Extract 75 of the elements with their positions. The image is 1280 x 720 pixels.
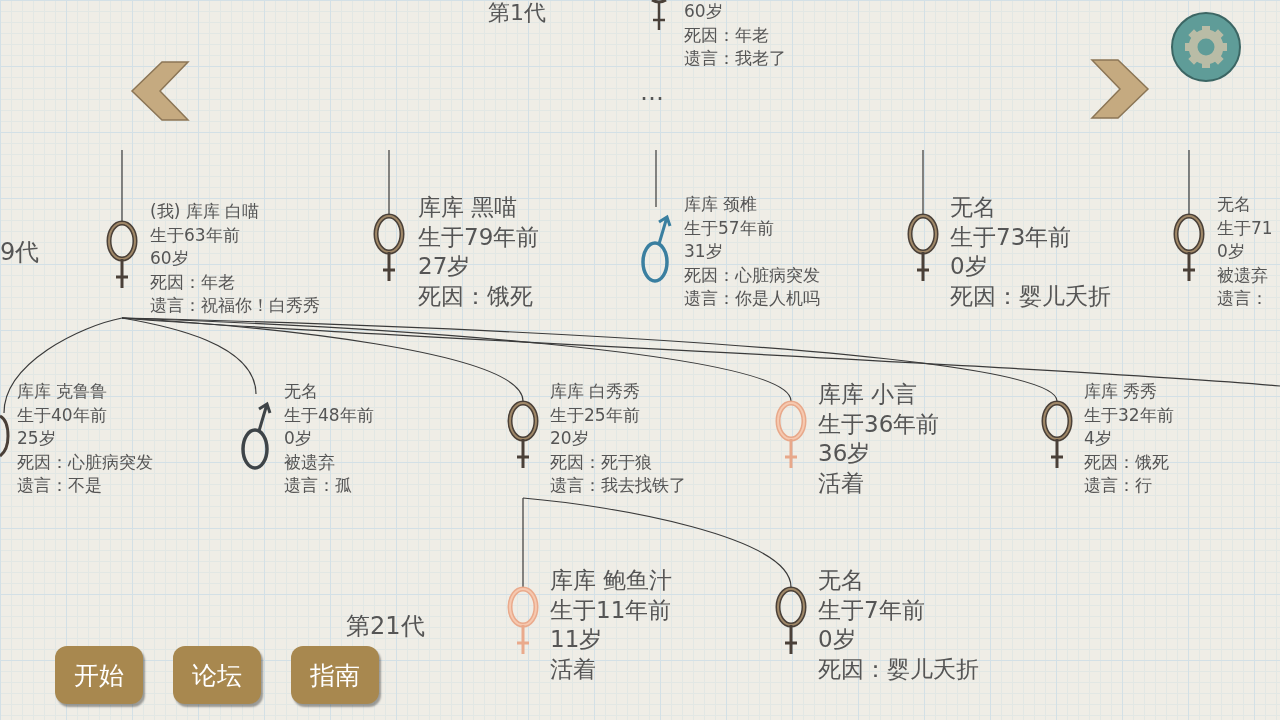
person-info-text: 生于48年前 [284,403,374,427]
person-info-text: 死因：饿死 [418,281,534,311]
person-info-text: 无名 [1217,193,1252,216]
family-line [522,497,792,588]
family-line [121,317,1058,402]
family-line [121,317,1280,387]
person-info-text: 0岁 [818,625,857,655]
person-info-text: 31岁 [684,240,724,264]
family-line [522,497,524,588]
person-info-text: 遗言：行 [1084,474,1153,498]
person-info-text: (我) 库库 白喵 [150,200,261,223]
person-info-text: 生于40年前 [17,403,108,427]
person-info-text: 4岁 [1084,427,1113,451]
person-info-text: 死因：死于狼 [550,450,653,474]
person-info-text: 60岁 [150,247,190,271]
person-info-text: 生于36年前 [818,409,940,439]
person-info-text: 遗言：孤 [284,474,353,498]
person-info-text: 0岁 [284,427,313,451]
person-info-text: 死因：婴儿夭折 [818,654,979,684]
family-line [655,149,657,208]
person-info-text: 死因：心脏病突发 [17,450,153,474]
person-info-text: 60岁 [684,0,724,23]
person-info-text: 库库 鲍鱼汁 [550,566,673,595]
person-info-text: 无名 [284,380,319,403]
person-info-text: 被遗弃 [1217,263,1269,287]
person-info-text: 死因：婴儿夭折 [950,281,1111,311]
generation-label: 9代 [0,237,40,268]
person-info-text: 0岁 [950,252,989,282]
person-info-text: 库库 秀秀 [1084,380,1159,403]
person-info-text: 生于63年前 [150,223,241,247]
person-info-text: 27岁 [418,252,472,282]
person-info-text: 生于57年前 [684,216,775,240]
person-info-text: 生于25年前 [550,403,641,427]
person-info-text: 死因：年老 [150,270,236,294]
person-info-text: 遗言： [1217,287,1269,311]
person-info-text: 20岁 [550,427,590,451]
person-info-text: 被遗弃 [284,450,336,474]
person-info-text: 死因：心脏病突发 [684,263,820,287]
family-line [388,149,390,215]
person-info-text: 库库 黑喵 [418,193,519,222]
family-line [922,149,924,215]
forum-button: 论坛 [173,646,261,704]
person-info-text: 遗言：不是 [17,474,103,498]
family-line [121,149,123,222]
person-info-text: 36岁 [818,439,872,469]
family-line [3,317,123,414]
person-info-text: 生于79年前 [418,222,540,252]
generation-label: 第1代 [488,0,546,27]
person-info-text: 无名 [818,566,865,595]
person-info-text: 库库 颈椎 [684,193,759,216]
person-info-text: 生于71 [1217,216,1273,240]
person-info-text: 遗言：你是人机吗 [684,287,820,311]
person-info-text: 生于73年前 [950,222,1073,252]
family-line [1188,149,1190,215]
person-info-text: 25岁 [17,427,57,451]
guide-button: 指南 [291,646,379,704]
person-info-text: 生于32年前 [1084,403,1174,427]
person-info-text: 死因：饿死 [1084,450,1170,474]
start-button: 开始 [55,646,143,704]
person-info-text: 库库 克鲁鲁 [17,380,109,403]
person-info-text: 库库 小言 [818,380,919,409]
ellipsis-text: … [640,78,664,106]
person-info-text: 死因：年老 [684,23,770,47]
person-info-text: 活着 [550,654,597,684]
person-info-text: 遗言：我老了 [684,47,786,71]
generation-label: 第21代 [346,611,425,642]
person-info-text: 生于7年前 [818,595,926,625]
person-info-text: 遗言：我去找铁了 [550,474,686,498]
person-info-text: 0岁 [1217,240,1246,264]
person-info-text: 生于11年前 [550,595,673,625]
person-info-text: 活着 [818,468,865,498]
person-info-text: 库库 白秀秀 [550,380,642,403]
person-info-text: 遗言：祝福你！白秀秀 [150,294,320,318]
person-info-text: 无名 [950,193,997,222]
person-info-text: 11岁 [550,625,604,655]
